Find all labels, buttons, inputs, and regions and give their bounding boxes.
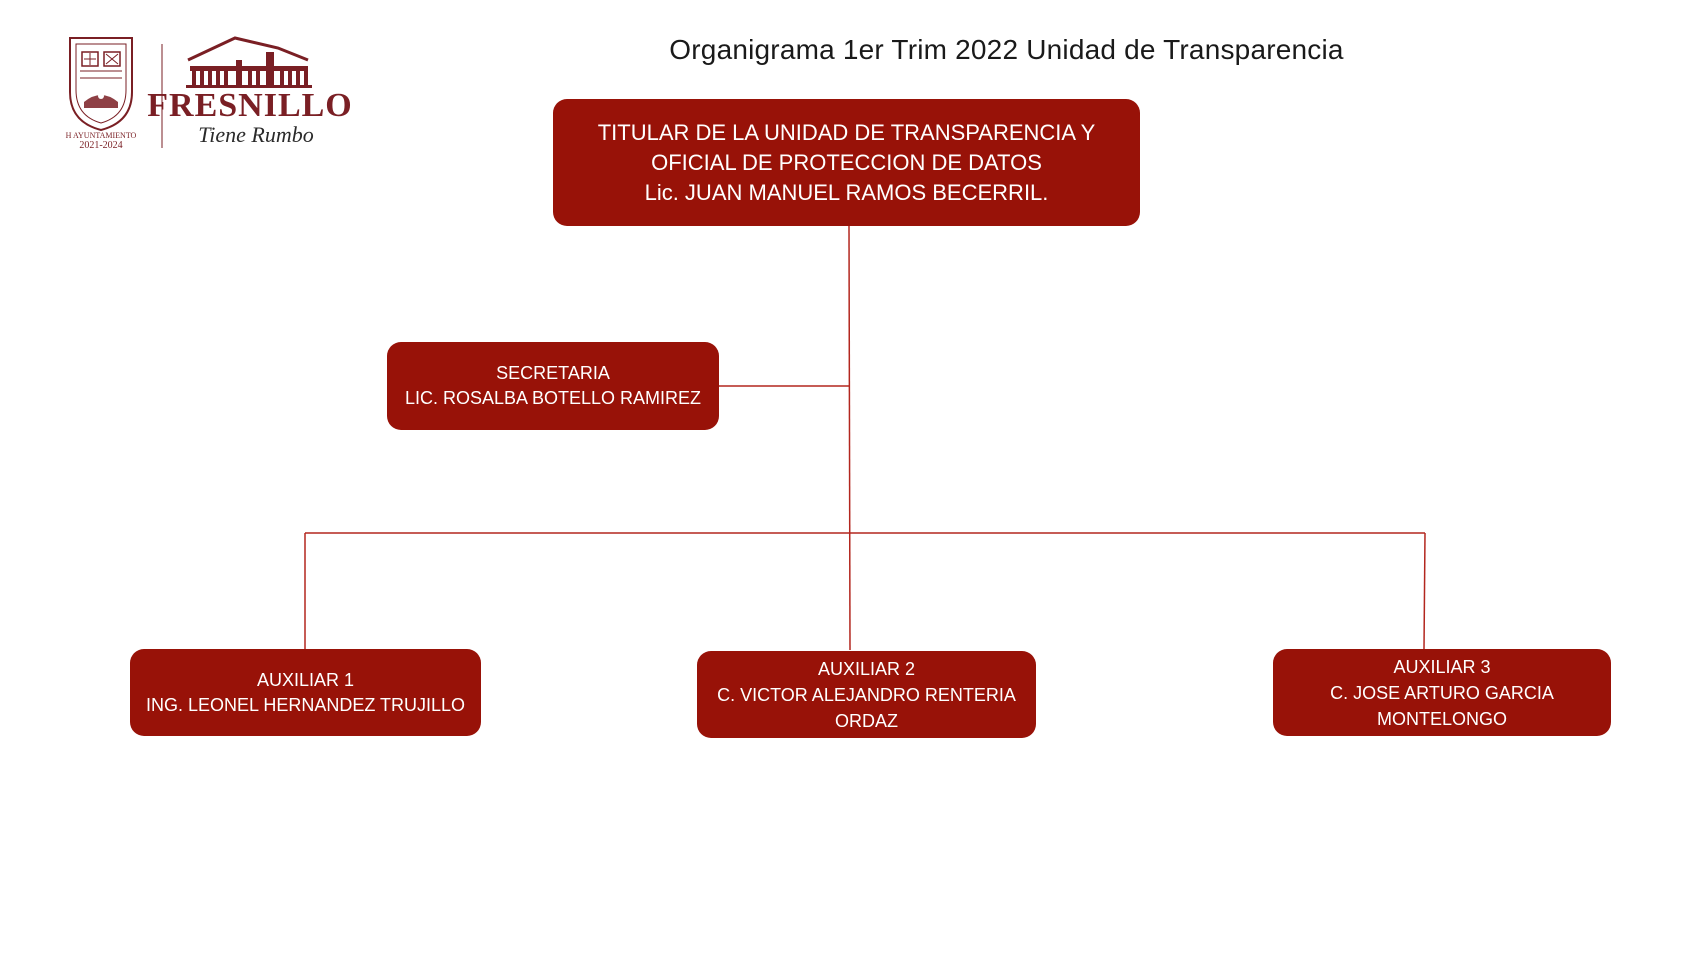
org-node-titular: TITULAR DE LA UNIDAD DE TRANSPARENCIA Y … <box>553 99 1140 226</box>
brand-name: FRESNILLO <box>147 87 353 124</box>
org-node-auxiliar-3: AUXILIAR 3 C. JOSE ARTURO GARCIA MONTELO… <box>1273 649 1611 736</box>
auxiliar-1-role: AUXILIAR 1 <box>256 669 355 690</box>
auxiliar-2-name-line-2: ORDAZ <box>835 710 898 731</box>
brand-slogan: Tiene Rumbo <box>198 122 314 147</box>
org-node-secretaria: SECRETARIA LIC. ROSALBA BOTELLO RAMIREZ <box>387 342 719 430</box>
titular-line-3: Lic. JUAN MANUEL RAMOS BECERRIL. <box>644 179 1049 205</box>
secretaria-role: SECRETARIA <box>496 363 610 383</box>
city-skyline-icon <box>186 36 312 88</box>
trunk-connector <box>848 225 851 651</box>
page-title: Organigrama 1er Trim 2022 Unidad de Tran… <box>669 34 1344 65</box>
org-node-auxiliar-1: AUXILIAR 1 ING. LEONEL HERNANDEZ TRUJILL… <box>130 649 481 736</box>
term-label: 2021-2024 <box>79 140 122 151</box>
org-node-auxiliar-2: AUXILIAR 2 C. VICTOR ALEJANDRO RENTERIA … <box>697 651 1036 738</box>
council-label: H AYUNTAMIENTO <box>66 131 137 140</box>
auxiliar-3-role: AUXILIAR 3 <box>1393 656 1491 677</box>
municipal-seal-icon: H AYUNTAMIENTO 2021-2024 <box>66 37 137 151</box>
auxiliar-1-name: ING. LEONEL HERNANDEZ TRUJILLO <box>145 694 466 715</box>
auxiliar-2-name-line-1: C. VICTOR ALEJANDRO RENTERIA <box>717 684 1016 705</box>
titular-line-1: TITULAR DE LA UNIDAD DE TRANSPARENCIA Y <box>597 119 1096 145</box>
auxiliar-3-name-line-2: MONTELONGO <box>1376 708 1507 729</box>
auxiliar-3-connector <box>1423 532 1426 650</box>
secretaria-name: LIC. ROSALBA BOTELLO RAMIREZ <box>404 388 702 408</box>
auxiliar-3-name-line-1: C. JOSE ARTURO GARCIA <box>1330 682 1554 703</box>
titular-line-2: OFICIAL DE PROTECCION DE DATOS <box>651 149 1042 175</box>
fresnillo-logo: H AYUNTAMIENTO 2021-2024 FRESNILLO Tiene… <box>60 30 380 160</box>
auxiliar-2-role: AUXILIAR 2 <box>817 658 916 679</box>
logo-graphic: H AYUNTAMIENTO 2021-2024 FRESNILLO Tiene… <box>66 36 353 151</box>
